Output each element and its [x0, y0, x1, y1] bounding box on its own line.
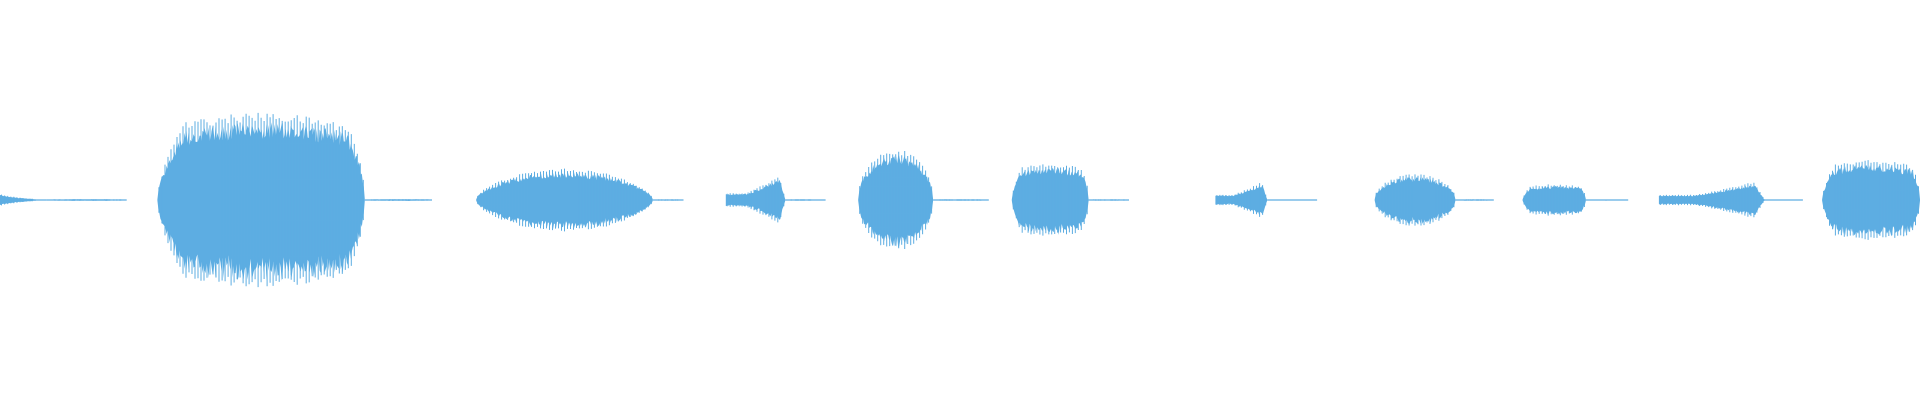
waveform-tail-8 — [1455, 199, 1494, 201]
waveform-burst-3 — [725, 179, 786, 220]
waveform-tail-4 — [785, 199, 826, 201]
waveform-tail-10 — [1764, 199, 1803, 201]
waveform-tail-1 — [46, 199, 127, 201]
waveform-burst-6-detail — [1216, 183, 1267, 217]
waveform-burst-7-detail — [1375, 174, 1455, 226]
waveform-burst-9-detail — [1659, 182, 1764, 218]
waveform-burst-3-detail — [726, 177, 785, 223]
waveform-tail-9 — [1585, 199, 1629, 201]
waveform-burst-5-detail — [1012, 164, 1088, 236]
waveform-segments — [0, 112, 1920, 288]
waveform-tail-7 — [1267, 199, 1318, 201]
waveform-burst-10-detail — [1823, 160, 1919, 240]
waveform-burst-4-detail — [859, 151, 933, 249]
waveform-burst-5 — [1011, 167, 1089, 235]
waveform-burst-1-detail — [158, 112, 364, 288]
waveform-tail-2 — [364, 199, 432, 201]
waveform-blip-1-detail — [1, 194, 33, 206]
waveform-tail-6 — [1088, 199, 1129, 201]
waveform-burst-2-detail — [477, 168, 652, 232]
waveform-tail-3 — [652, 199, 684, 201]
waveform-burst-8-detail — [1523, 184, 1585, 216]
waveform-tail-5 — [933, 199, 989, 201]
